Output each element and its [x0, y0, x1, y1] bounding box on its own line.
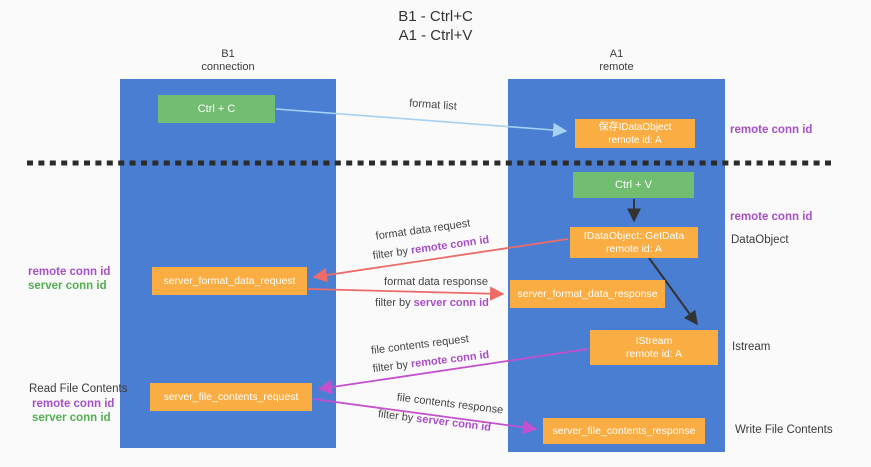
node-ctrl-v-label: Ctrl + V — [615, 178, 652, 191]
server-conn-id-text: server conn id — [413, 297, 489, 309]
node-server-file-contents-response: server_file_contents_response — [543, 418, 705, 444]
annotation-server-conn-id-left: server conn id — [28, 280, 107, 292]
annotation-dataobject: DataObject — [731, 234, 789, 246]
node-server-format-data-request-label: server_format_data_request — [163, 274, 296, 287]
annotation-read-file-contents: Read File Contents — [29, 383, 128, 395]
node-save-idataobject: 保存IDataObject remote id: A — [575, 119, 695, 148]
lane-right-name: A1 — [609, 48, 624, 60]
node-istream-line2: remote id: A — [625, 347, 683, 360]
annotation-remote-conn-id-mid: remote conn id — [730, 211, 813, 223]
annotation-istream: Istream — [732, 341, 771, 353]
label-format-list: format list — [408, 97, 458, 113]
server-conn-id-text: server conn id — [415, 412, 492, 434]
remote-conn-id-text: remote conn id — [410, 348, 490, 371]
node-idataobject-getdata-line2: remote id: A — [605, 242, 663, 255]
filter-by-text: filter by — [375, 297, 414, 309]
lane-right-subtitle: remote — [599, 61, 634, 73]
annotation-remote-conn-id-bottom: remote conn id — [32, 398, 115, 410]
annotation-remote-conn-id-top: remote conn id — [730, 124, 813, 136]
annotation-write-file-contents: Write File Contents — [735, 424, 833, 436]
node-istream-line1: IStream — [635, 334, 673, 347]
node-idataobject-getdata: IDataObject::GetData remote id: A — [570, 227, 698, 258]
label-filter-by-server-conn-id-1: filter by server conn id — [372, 297, 492, 309]
label-format-data-response: format data response — [384, 276, 488, 288]
lane-left-subtitle: connection — [201, 61, 255, 73]
filter-by-text: filter by — [372, 244, 412, 263]
node-server-format-data-response: server_format_data_response — [510, 280, 665, 308]
lane-right-header: A1 remote — [508, 48, 725, 74]
diagram-title: B1 - Ctrl+C A1 - Ctrl+V — [0, 7, 871, 45]
annotation-server-conn-id-bottom: server conn id — [32, 412, 111, 424]
node-server-format-data-response-label: server_format_data_response — [517, 287, 658, 300]
title-line-2: A1 - Ctrl+V — [398, 27, 473, 44]
node-ctrl-c: Ctrl + C — [158, 95, 275, 123]
node-istream: IStream remote id: A — [590, 330, 718, 365]
node-server-file-contents-response-label: server_file_contents_response — [552, 424, 696, 437]
node-server-format-data-request: server_format_data_request — [152, 267, 307, 295]
node-ctrl-v: Ctrl + V — [573, 172, 694, 198]
remote-conn-id-text: remote conn id — [410, 233, 490, 257]
annotation-remote-conn-id-left: remote conn id — [28, 266, 111, 278]
title-line-1: B1 - Ctrl+C — [398, 8, 473, 25]
node-idataobject-getdata-line1: IDataObject::GetData — [583, 229, 685, 242]
lane-left-header: B1 connection — [120, 48, 336, 74]
node-ctrl-c-label: Ctrl + C — [197, 102, 236, 115]
node-server-file-contents-request-label: server_file_contents_request — [163, 390, 299, 403]
node-save-idataobject-line2: remote id: A — [608, 134, 662, 146]
node-save-idataobject-line1: 保存IDataObject — [598, 121, 672, 133]
lane-left-name: B1 — [221, 48, 235, 60]
filter-by-text: filter by — [377, 408, 418, 425]
node-server-file-contents-request: server_file_contents_request — [150, 383, 312, 411]
arrow-format-data-response — [307, 286, 505, 301]
filter-by-text: filter by — [372, 358, 412, 376]
